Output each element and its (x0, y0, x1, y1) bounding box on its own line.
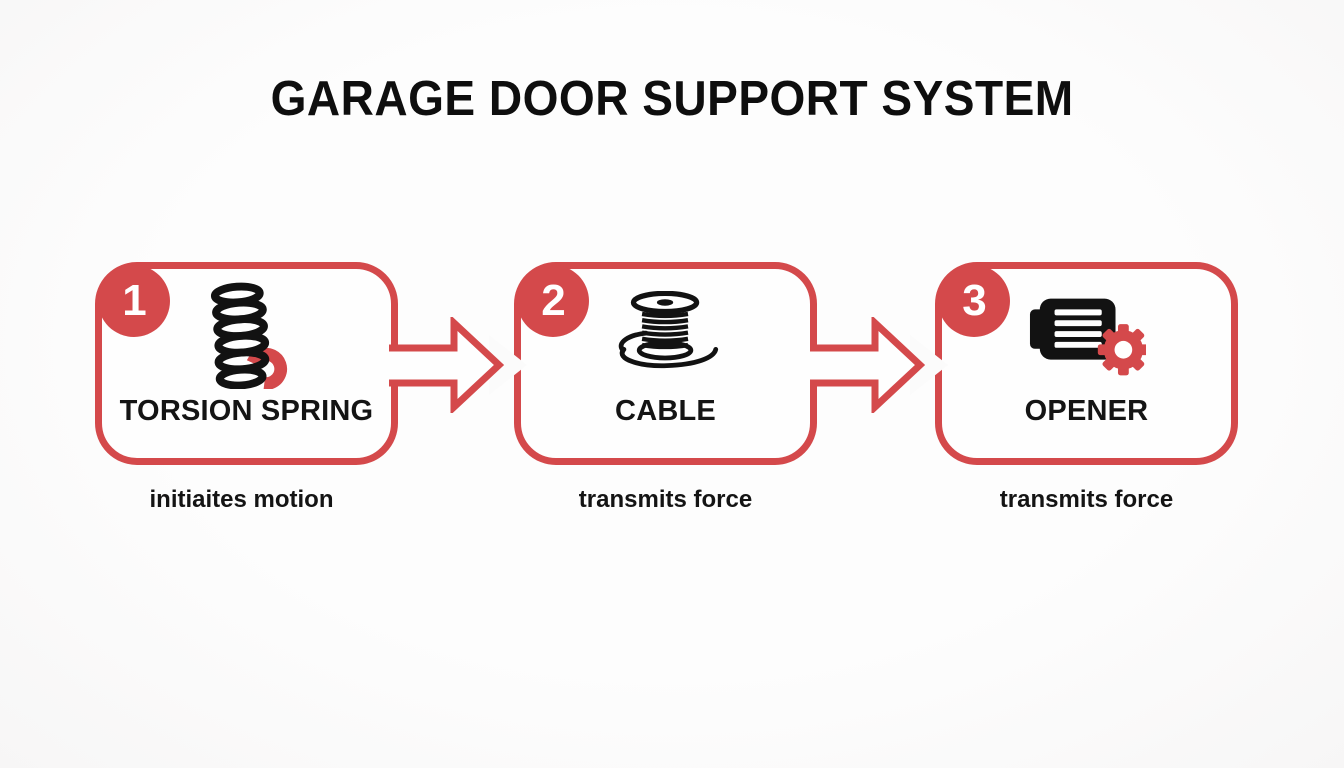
step-box-cable: 2 CABLE (514, 262, 817, 465)
gear-icon (1097, 324, 1146, 376)
flow-arrow-1-icon (389, 317, 527, 413)
opener-motor-gear-icon (1029, 298, 1146, 376)
step-caption: transmits force (578, 486, 753, 513)
flow-arrow-2-icon (810, 317, 948, 413)
step-icon-wrap (102, 279, 391, 391)
step-number-badge: 2 (517, 265, 589, 337)
page-title-text: GARAGE DOOR SUPPORT SYSTEM (270, 72, 1074, 126)
page-title: GARAGE DOOR SUPPORT SYSTEM (0, 74, 1344, 124)
step-box-torsion-spring: 1 TORSION SPRING (95, 262, 398, 465)
step-number-badge: 1 (98, 265, 170, 337)
step-label: OPENER (1024, 395, 1149, 427)
step-caption: transmits force (999, 486, 1174, 513)
step-caption: initiaites motion (149, 486, 334, 513)
step-icon-wrap (521, 279, 810, 391)
cable-spool-icon (618, 291, 718, 369)
step-label: CABLE (615, 395, 716, 427)
torsion-spring-icon (210, 282, 287, 389)
step-label: TORSION SPRING (119, 395, 374, 427)
step-number-badge: 3 (938, 265, 1010, 337)
step-icon-wrap (942, 279, 1231, 391)
step-box-opener: 3 (935, 262, 1238, 465)
